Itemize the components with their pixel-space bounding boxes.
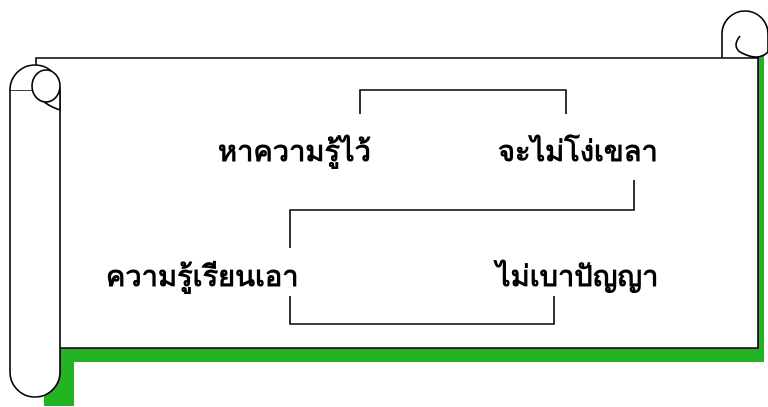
rhyme-connector-top bbox=[359, 89, 567, 114]
verse-line1-left: หาความรู้ไว้ bbox=[218, 134, 371, 168]
rhyme-connector-middle bbox=[289, 180, 635, 248]
scroll-shadow-bottom bbox=[58, 348, 764, 362]
verse-line1-right: จะไม่โง่เขลา bbox=[498, 134, 658, 168]
scroll-paper-body bbox=[35, 57, 759, 349]
verse-line2-left: ความรู้เรียนเอา bbox=[106, 259, 299, 293]
scroll-left-roll bbox=[9, 89, 61, 398]
scroll-top-roll bbox=[721, 10, 768, 58]
scroll-left-curl-inner bbox=[31, 69, 61, 103]
verse-line2-right: ไม่เบาปัญญา bbox=[496, 259, 659, 293]
rhyme-connector-bottom bbox=[289, 296, 555, 325]
